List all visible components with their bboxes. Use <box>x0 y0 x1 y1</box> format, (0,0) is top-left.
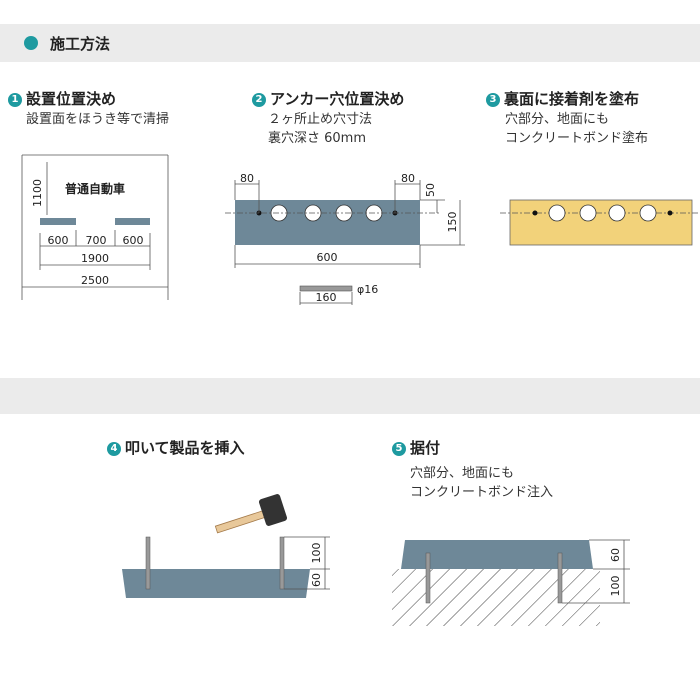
seg-c-label: 600 <box>123 234 144 247</box>
step-2-desc-line: 裏穴深さ 60mm <box>268 131 367 146</box>
step-3-description: 穴部分、地面にも コンクリートボンド塗布 <box>505 110 648 148</box>
anchor-point <box>532 210 538 216</box>
insert-lower-label: 60 <box>310 573 323 587</box>
right-offset-label: 80 <box>401 172 415 185</box>
product-block <box>235 200 420 245</box>
hammer-handle <box>214 509 268 534</box>
anchor-pin-right <box>557 552 563 604</box>
anchor-length-label: 160 <box>316 291 337 304</box>
car-stop-left <box>40 218 76 225</box>
section-header-band <box>0 24 700 62</box>
step-1-title: 設置位置決め <box>26 90 117 108</box>
inner-total-label: 1900 <box>81 252 109 265</box>
step-3-number-icon: 3 <box>486 93 500 107</box>
hole <box>639 204 657 222</box>
height-dim-label: 1100 <box>31 179 44 207</box>
hole <box>608 204 626 222</box>
anchor-pin <box>299 285 353 292</box>
car-stop-right <box>115 218 150 225</box>
step-5-desc-line: 穴部分、地面にも <box>410 466 515 481</box>
installed-upper-label: 60 <box>609 548 622 562</box>
anchor-point <box>667 210 673 216</box>
step-4-number-icon: 4 <box>107 442 121 456</box>
seg-a-label: 600 <box>48 234 69 247</box>
insert-dim-lines <box>284 536 330 590</box>
installed-dim-lines <box>562 539 630 604</box>
anchor-diameter-label: φ16 <box>357 283 378 296</box>
anchor-pin-left <box>145 536 151 590</box>
step-2-heading: 2 アンカー穴位置決め <box>252 88 404 109</box>
step-3-heading: 3 裏面に接着剤を塗布 <box>486 88 639 109</box>
installed-lower-label: 100 <box>609 576 622 597</box>
step-1-desc-line: 設置面をほうき等で清掃 <box>26 112 170 127</box>
adhesive-coated-block <box>509 199 693 246</box>
step-1-heading: 1 設置位置決め <box>8 88 116 109</box>
step-2-description: ２ヶ所止め穴寸法 裏穴深さ 60mm <box>268 110 372 148</box>
top-offset-label: 50 <box>424 183 437 197</box>
section-title: 施工方法 <box>50 35 111 53</box>
anchor-pin-right <box>279 536 285 590</box>
step-3-title: 裏面に接着剤を塗布 <box>504 90 640 108</box>
step-4-heading: 4 叩いて製品を挿入 <box>107 437 245 458</box>
height-label: 150 <box>446 212 459 233</box>
width-label: 600 <box>317 251 338 264</box>
car-type-label: 普通自動車 <box>65 181 125 196</box>
step-5-desc-line: コンクリートボンド注入 <box>410 485 554 500</box>
ground-hatch <box>392 569 600 626</box>
step-5-heading: 5 据付 <box>392 437 440 458</box>
step-2-number-icon: 2 <box>252 93 266 107</box>
hammer-icon <box>214 494 288 534</box>
step-1-description: 設置面をほうき等で清掃 <box>26 110 169 129</box>
outer-total-label: 2500 <box>81 274 109 287</box>
section-bullet-icon <box>24 36 38 50</box>
product-block-insert <box>122 569 310 598</box>
step-5-number-icon: 5 <box>392 442 406 456</box>
insert-upper-label: 100 <box>310 543 323 564</box>
step-4-title: 叩いて製品を挿入 <box>125 439 245 457</box>
step-5-title: 据付 <box>410 439 441 457</box>
seg-b-label: 700 <box>86 234 107 247</box>
step-2-title: アンカー穴位置決め <box>270 90 405 108</box>
hole <box>579 204 597 222</box>
adhesive-holes <box>532 204 673 222</box>
step-3-desc-line: コンクリートボンド塗布 <box>505 131 649 146</box>
anchor-pin-left <box>425 552 431 604</box>
step-2-desc-line: ２ヶ所止め穴寸法 <box>268 112 373 127</box>
left-offset-label: 80 <box>240 172 254 185</box>
step-5-description: 穴部分、地面にも コンクリートボンド注入 <box>410 464 553 502</box>
step-3-desc-line: 穴部分、地面にも <box>505 112 610 127</box>
hole <box>548 204 566 222</box>
section-divider-band <box>0 378 700 414</box>
step-1-number-icon: 1 <box>8 93 22 107</box>
placement-diagram <box>21 154 169 300</box>
anchor-dim-lines <box>225 180 465 305</box>
product-block-installed <box>401 540 593 569</box>
hammer-head <box>258 494 288 526</box>
